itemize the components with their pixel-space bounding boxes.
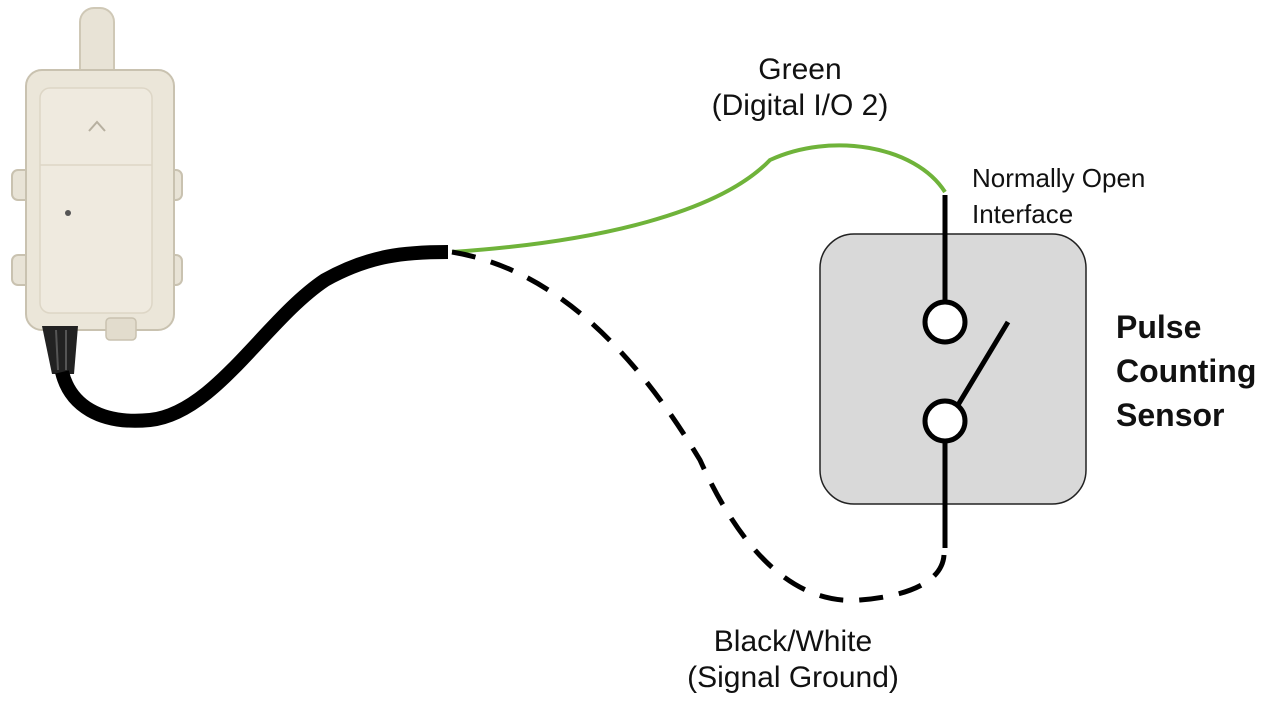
- cable-gland: [42, 326, 78, 374]
- ground-wire-label-function: (Signal Ground): [687, 661, 899, 694]
- sensor-label-line1: Pulse: [1116, 309, 1202, 345]
- device-face: [39, 87, 153, 314]
- green-wire-label-name: Green: [758, 53, 842, 86]
- interface-label-line2: Interface: [972, 199, 1074, 229]
- sensor-label-line3: Sensor: [1116, 397, 1225, 433]
- interface-label: Normally Open Interface: [972, 160, 1145, 232]
- ground-wire-label: Black/White (Signal Ground): [648, 624, 938, 696]
- green-wire-label-function: (Digital I/O 2): [711, 89, 889, 122]
- main-cable: [55, 245, 449, 428]
- green-wire-label: Green (Digital I/O 2): [690, 52, 910, 124]
- device-icon: [11, 7, 183, 374]
- switch-terminal-top: [922, 299, 968, 345]
- ground-wire-label-name: Black/White: [713, 625, 873, 658]
- device-bottom-tab: [105, 317, 137, 341]
- device-led: [65, 210, 71, 216]
- ground-wire: [451, 249, 947, 603]
- sensor-box: [819, 233, 1087, 505]
- cable-gland-ridge: [55, 329, 59, 371]
- green-wire: [451, 143, 947, 254]
- switch-terminal-bottom: [922, 398, 968, 444]
- sensor-label-line2: Counting: [1116, 353, 1257, 389]
- interface-label-line1: Normally Open: [972, 163, 1146, 193]
- switch-arm: [955, 320, 1011, 407]
- chevron-up-icon: [88, 120, 106, 132]
- sensor-label: Pulse Counting Sensor: [1116, 305, 1256, 437]
